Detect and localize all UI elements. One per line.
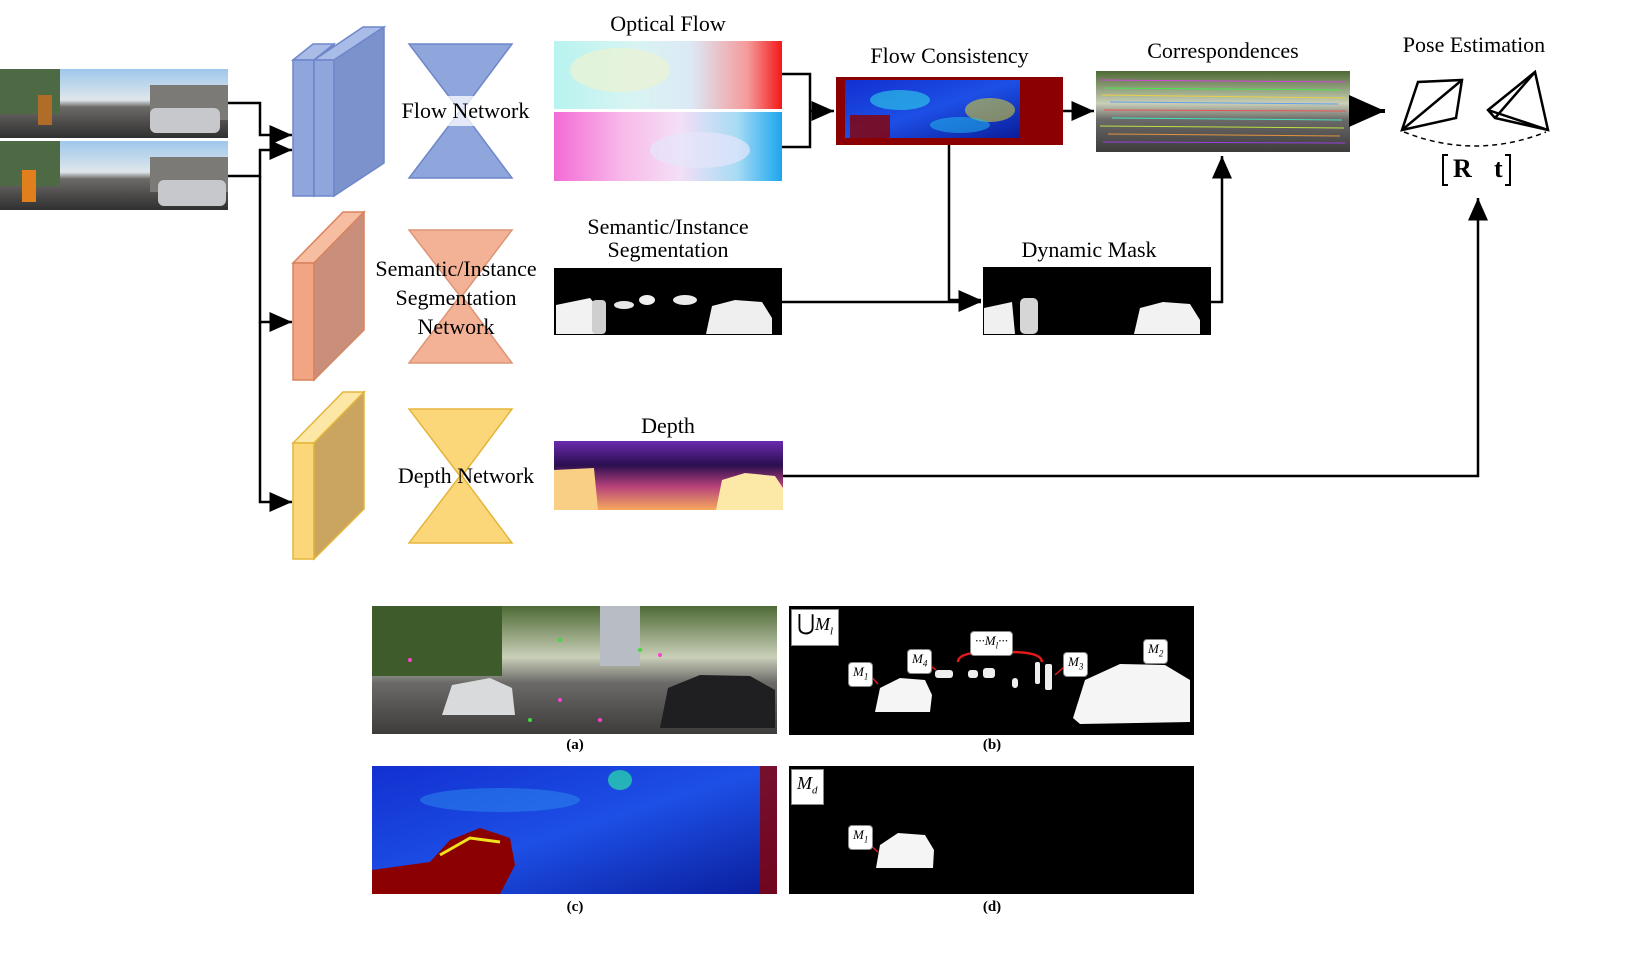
seg-network-label-line2: Segmentation bbox=[395, 285, 517, 310]
caption-b: (b) bbox=[982, 737, 1002, 753]
mask-to-correspondence-arrow bbox=[1211, 156, 1232, 304]
mask-tag-m3: M3 bbox=[1063, 652, 1089, 677]
seg-encoder-block bbox=[291, 210, 366, 382]
seg-network-label-line1: Semantic/Instance bbox=[375, 256, 537, 281]
flow-encoder-block bbox=[290, 25, 387, 198]
caption-d: (d) bbox=[982, 899, 1002, 915]
depth-encoder-block bbox=[291, 390, 366, 561]
mask-tag-ml: ···Ml··· bbox=[970, 631, 1013, 656]
rt-brackets bbox=[1442, 154, 1511, 186]
depth-network-label: Depth Network bbox=[397, 463, 535, 488]
flow-consistency-label: Flow Consistency bbox=[870, 43, 1029, 68]
camera-icon-left bbox=[1400, 78, 1464, 132]
input-frame-1 bbox=[0, 69, 228, 138]
dynamic-mask-tag: Md bbox=[791, 769, 824, 805]
consistency-to-mask-arrow bbox=[947, 145, 981, 310]
flow-network-label: Flow Network bbox=[388, 96, 543, 126]
optical-flow-map-1 bbox=[554, 41, 782, 109]
depth-network-hourglass bbox=[407, 408, 514, 544]
seg-output-label-line1: Semantic/Instance bbox=[587, 214, 749, 239]
mask-tag-m1: M1 bbox=[848, 662, 874, 687]
depth-to-pose-arrow bbox=[783, 198, 1488, 478]
seg-network-label-line3: Network bbox=[417, 314, 495, 339]
optical-flow-label: Optical Flow bbox=[610, 11, 726, 36]
pose-link-dashed bbox=[1403, 131, 1547, 147]
union-mask-tag: ⋃Ml bbox=[791, 609, 840, 646]
translation-symbol: t bbox=[1494, 154, 1503, 183]
segmentation-output-map bbox=[554, 268, 782, 335]
camera-icon-right bbox=[1486, 69, 1550, 132]
panel-c-heatmap bbox=[372, 766, 777, 894]
mask-tag-m4: M4 bbox=[907, 649, 933, 674]
input-connectors bbox=[228, 101, 292, 512]
depth-map bbox=[554, 441, 783, 510]
caption-c: (c) bbox=[566, 899, 584, 915]
panel-a-image bbox=[372, 606, 777, 734]
optical-flow-map-2 bbox=[554, 112, 782, 181]
pose-estimation-label: Pose Estimation bbox=[1402, 32, 1546, 57]
dynamic-mask-map bbox=[983, 267, 1211, 335]
correspondences-image bbox=[1096, 71, 1350, 152]
input-frame-2 bbox=[0, 141, 228, 210]
correspondences-label: Correspondences bbox=[1147, 38, 1299, 63]
flow-to-consistency-connector bbox=[782, 72, 834, 149]
depth-label: Depth bbox=[641, 413, 695, 438]
mask-tag-m1-dynamic: M1 bbox=[848, 825, 874, 850]
seg-output-label-line2: Segmentation bbox=[607, 237, 729, 262]
seg-network-hourglass bbox=[407, 229, 514, 364]
dynamic-mask-label: Dynamic Mask bbox=[1021, 237, 1157, 262]
mask-tag-m2: M2 bbox=[1143, 639, 1169, 664]
caption-a: (a) bbox=[566, 737, 584, 753]
rotation-symbol: R bbox=[1453, 154, 1472, 183]
flow-consistency-map bbox=[836, 77, 1063, 145]
